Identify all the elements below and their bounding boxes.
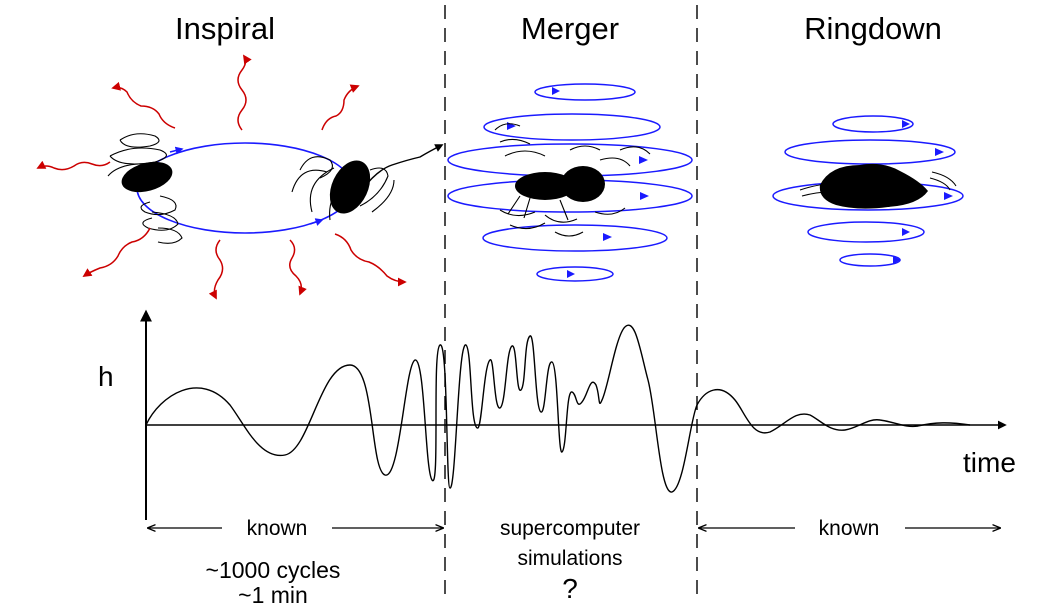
span-label-merger-line1: supercomputer bbox=[500, 517, 640, 540]
spacetime-vortex-right bbox=[291, 156, 395, 221]
phase-title-merger: Merger bbox=[521, 11, 619, 46]
inspiral-illustration bbox=[36, 54, 444, 300]
waveform-plot: h time bbox=[98, 309, 1016, 520]
merging-black-hole-2 bbox=[561, 166, 605, 202]
gravitational-radiation-arrows bbox=[36, 54, 407, 300]
final-black-hole bbox=[819, 163, 928, 209]
gravitational-waveform bbox=[145, 324, 971, 493]
span-label-merger-line2: simulations bbox=[517, 547, 622, 570]
inspiral-duration-note: ~1 min bbox=[238, 582, 308, 606]
y-axis-label: h bbox=[98, 361, 114, 392]
phase-title-inspiral: Inspiral bbox=[175, 11, 275, 46]
ringdown-illustration bbox=[772, 115, 964, 267]
black-hole-right bbox=[329, 160, 371, 214]
black-hole-left bbox=[121, 161, 173, 193]
x-axis-label: time bbox=[963, 447, 1016, 478]
merging-black-hole-1 bbox=[515, 172, 575, 200]
merger-illustration bbox=[447, 83, 693, 282]
span-label-ringdown: known bbox=[819, 517, 880, 540]
inspiral-cycles-note: ~1000 cycles bbox=[206, 557, 341, 583]
merger-question-mark: ? bbox=[562, 573, 578, 604]
phase-spans: known known supercomputer simulations ? … bbox=[148, 514, 1000, 606]
phase-title-ringdown: Ringdown bbox=[804, 11, 942, 46]
span-label-inspiral: known bbox=[247, 517, 308, 540]
spacetime-vortex-left bbox=[107, 133, 183, 244]
